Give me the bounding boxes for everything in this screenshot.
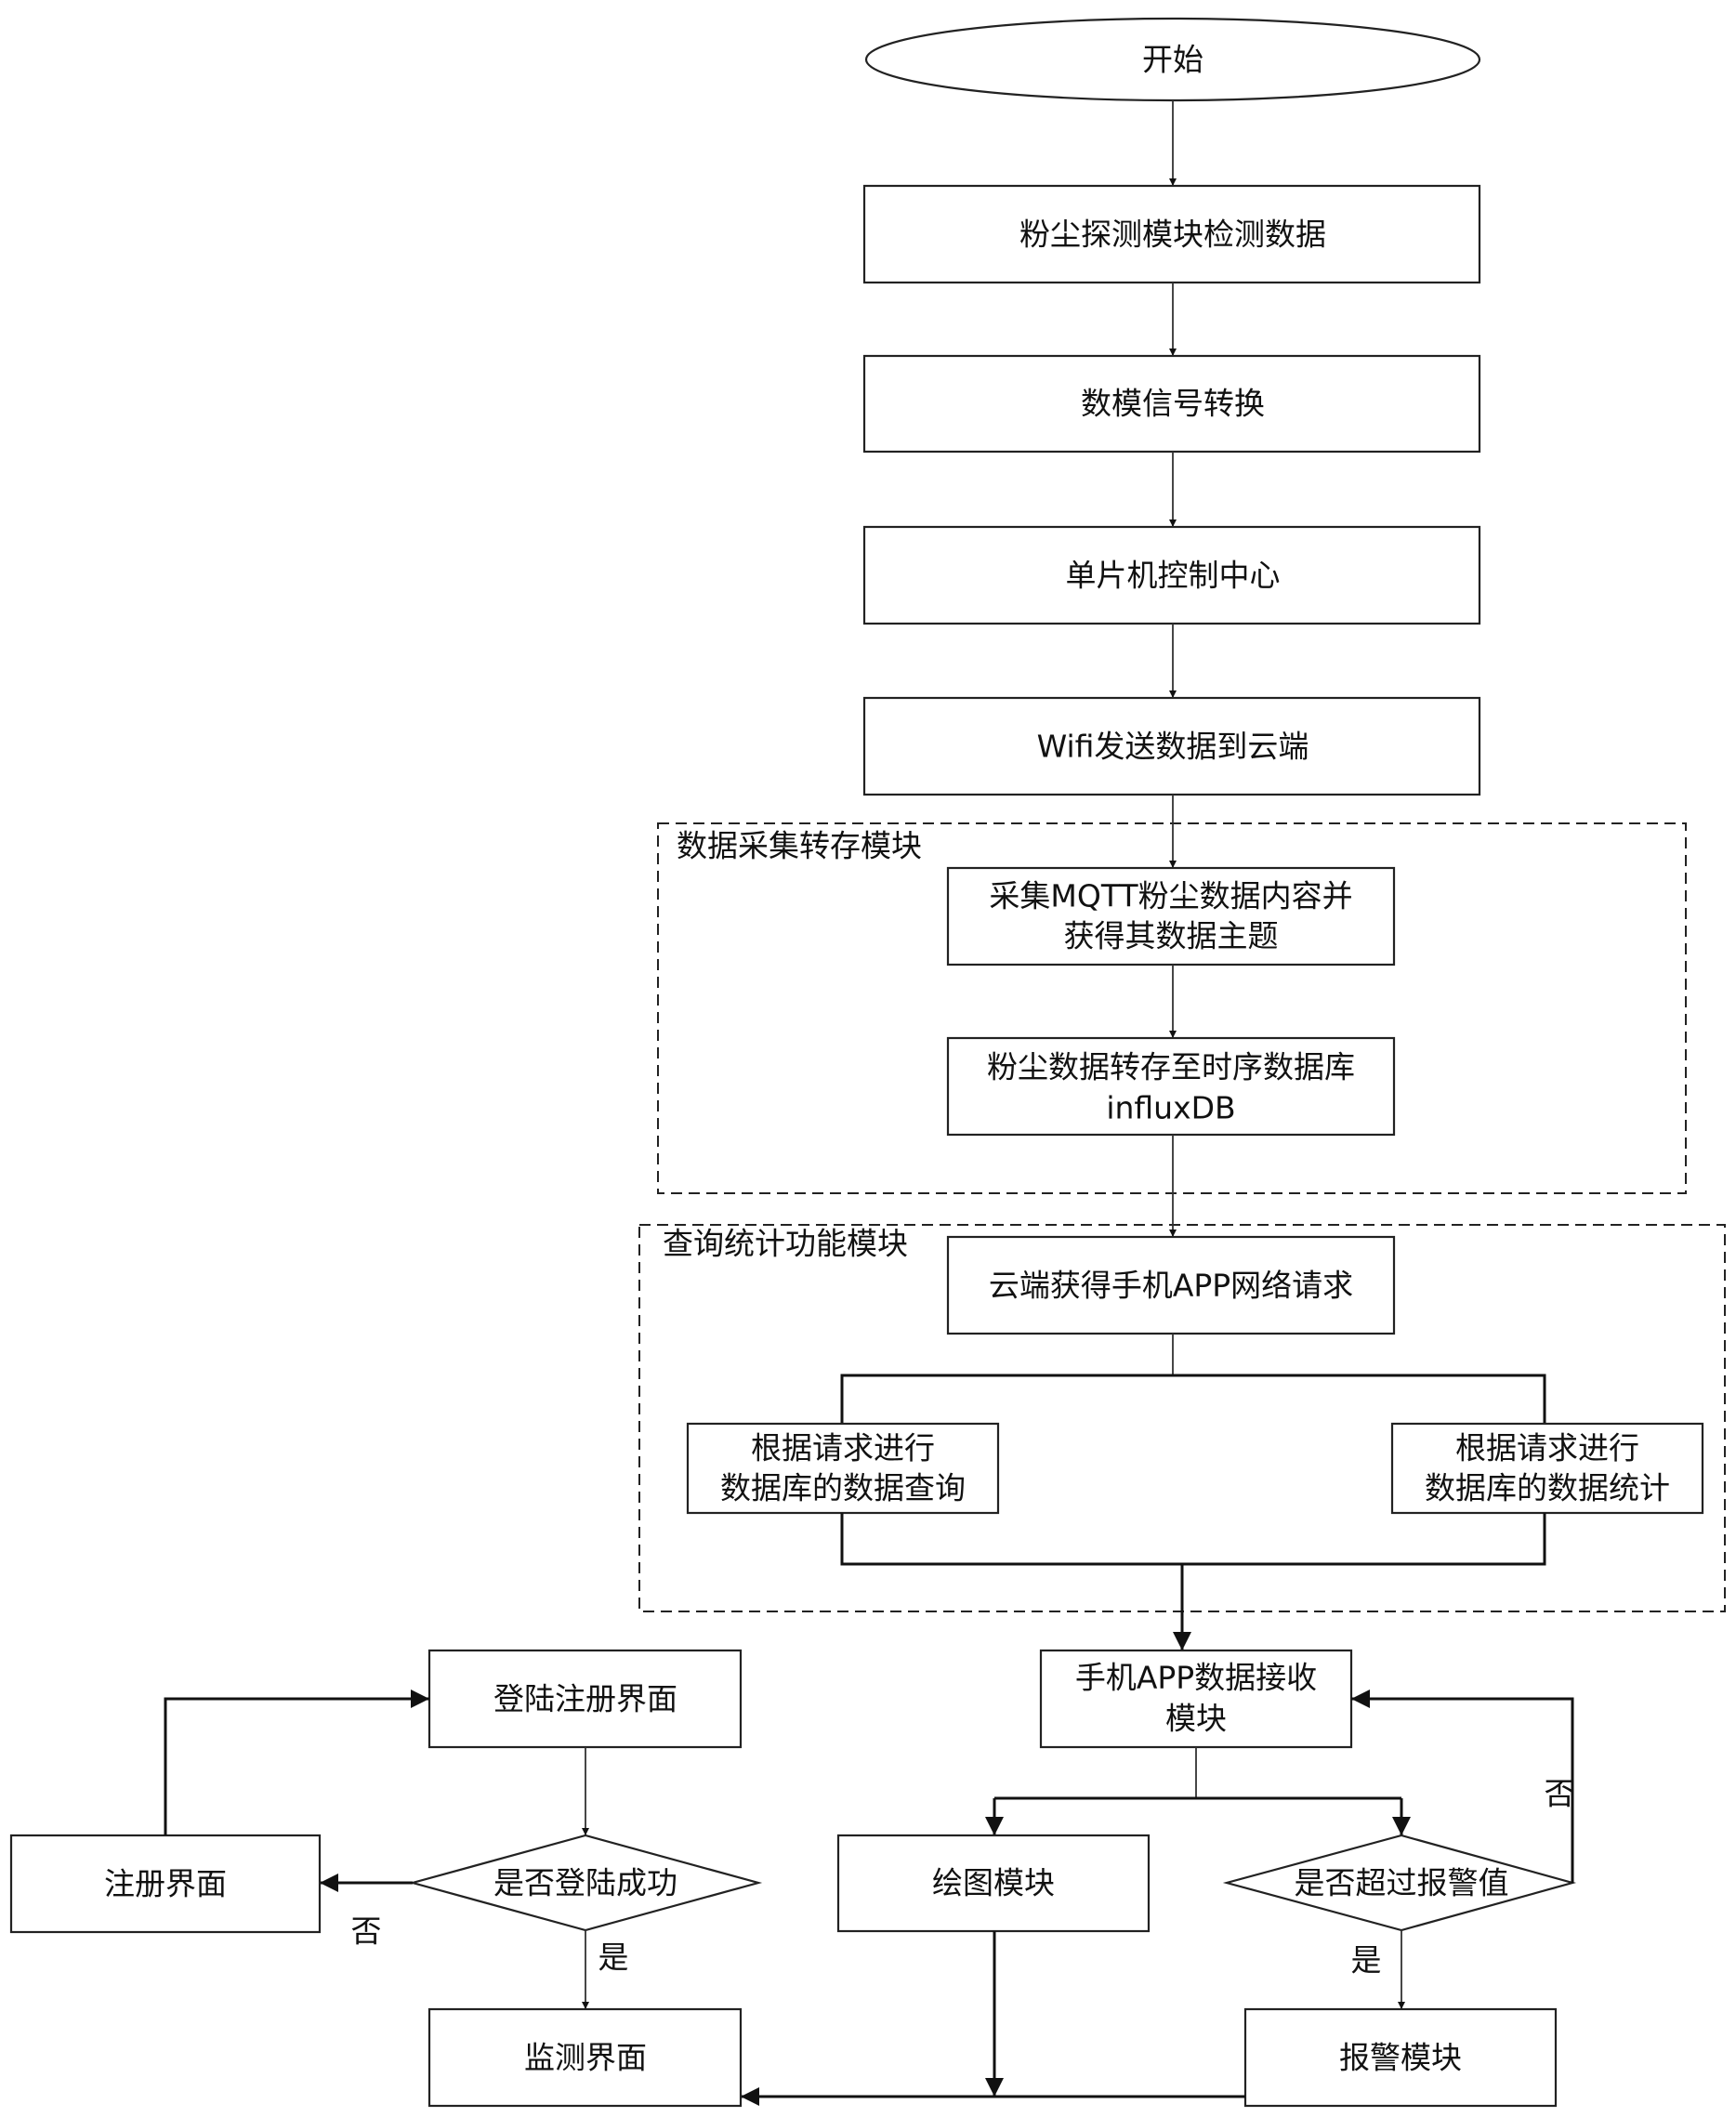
receive-label-line2: 模块 xyxy=(1165,1701,1227,1737)
split-connector xyxy=(840,1374,1546,1424)
request-label: 云端获得手机APP网络请求 xyxy=(989,1268,1353,1304)
login-check-node: 是否登陆成功 xyxy=(408,1834,763,1932)
query-label-line2: 数据库的数据查询 xyxy=(720,1470,966,1506)
login-label: 登陆注册界面 xyxy=(493,1681,677,1717)
alarm-check-label: 是否超过报警值 xyxy=(1295,1865,1509,1901)
start-label: 开始 xyxy=(1142,42,1203,78)
query-node: 根据请求进行 数据库的数据查询 xyxy=(686,1422,1000,1515)
monitor-label: 监测界面 xyxy=(524,2040,647,2076)
arrow-register-login xyxy=(164,1690,429,1835)
store-node: 粉尘数据转存至时序数据库 influxDB xyxy=(946,1036,1396,1137)
step-wifi-node: Wifi发送数据到云端 xyxy=(862,696,1481,796)
step-detect-label: 粉尘探测模块检测数据 xyxy=(1019,217,1326,253)
collect-label-line2: 获得其数据主题 xyxy=(1064,918,1279,954)
step-convert-label: 数模信号转换 xyxy=(1081,386,1265,422)
arrow-alarm-no-loop xyxy=(1351,1690,1574,1883)
stats-node: 根据请求进行 数据库的数据统计 xyxy=(1390,1422,1704,1515)
collect-module-border xyxy=(657,822,1687,1194)
receive-node: 手机APP数据接收 模块 xyxy=(1039,1649,1353,1749)
step-wifi-label: Wifi发送数据到云端 xyxy=(1037,729,1309,765)
stats-label-line2: 数据库的数据统计 xyxy=(1425,1470,1670,1506)
step-mcu-node: 单片机控制中心 xyxy=(862,525,1481,625)
query-label-line1: 根据请求进行 xyxy=(751,1430,935,1466)
register-label: 注册界面 xyxy=(104,1866,227,1902)
alarm-yes-label: 是 xyxy=(1351,1942,1382,1979)
plot-label: 绘图模块 xyxy=(932,1865,1055,1901)
collect-label-line1: 采集MQTT粉尘数据内容并 xyxy=(989,878,1352,914)
merge-connector xyxy=(840,1513,1546,1566)
alarm-node: 报警模块 xyxy=(1243,2007,1558,2108)
query-module-title: 查询统计功能模块 xyxy=(663,1226,908,1262)
request-node: 云端获得手机APP网络请求 xyxy=(946,1235,1396,1335)
collect-node: 采集MQTT粉尘数据内容并 获得其数据主题 xyxy=(946,866,1396,966)
login-no-label: 否 xyxy=(351,1913,382,1950)
step-convert-node: 数模信号转换 xyxy=(862,354,1481,454)
alarm-no-label: 否 xyxy=(1545,1776,1575,1812)
collect-module-group: 数据采集转存模块 xyxy=(657,822,1687,1194)
plot-node: 绘图模块 xyxy=(836,1834,1151,1933)
login-check-label: 是否登陆成功 xyxy=(493,1865,677,1901)
login-yes-label: 是 xyxy=(598,1939,629,1976)
register-node: 注册界面 xyxy=(9,1834,322,1934)
receive-label-line1: 手机APP数据接收 xyxy=(1075,1660,1317,1696)
collect-module-title: 数据采集转存模块 xyxy=(677,828,922,864)
store-label-line1: 粉尘数据转存至时序数据库 xyxy=(987,1049,1355,1085)
step-detect-node: 粉尘探测模块检测数据 xyxy=(862,184,1481,284)
start-node: 开始 xyxy=(864,17,1481,102)
store-label-line2: influxDB xyxy=(1106,1090,1235,1126)
login-node: 登陆注册界面 xyxy=(427,1649,743,1749)
alarm-check-node: 是否超过报警值 xyxy=(1222,1834,1577,1932)
alarm-label: 报警模块 xyxy=(1339,2040,1462,2076)
monitor-node: 监测界面 xyxy=(427,2007,743,2108)
stats-label-line1: 根据请求进行 xyxy=(1455,1430,1639,1466)
step-mcu-label: 单片机控制中心 xyxy=(1066,558,1281,594)
